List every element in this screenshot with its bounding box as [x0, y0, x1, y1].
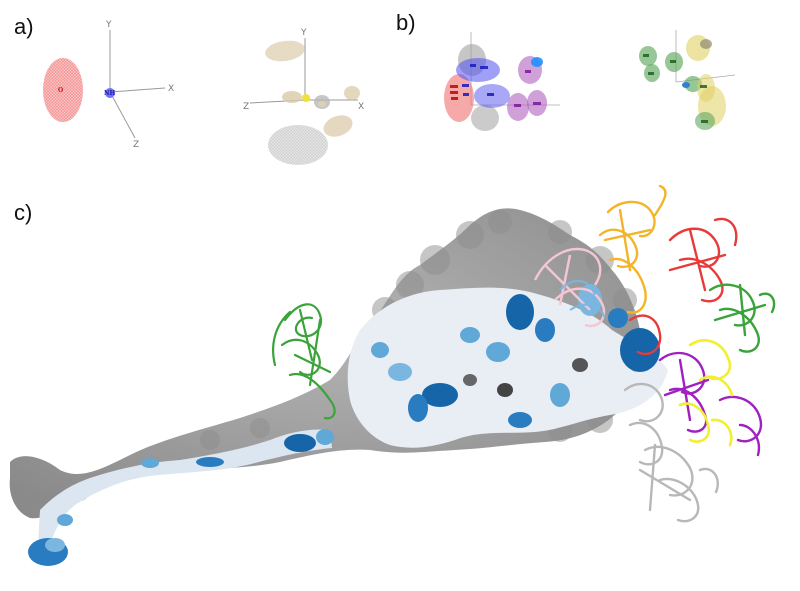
tan-ellipsoid-bottom [323, 115, 353, 137]
purple-antibody-ribbon [658, 351, 763, 457]
axis-x-label: X [168, 84, 174, 94]
b-red-ellipsoid [444, 74, 474, 122]
green-antibody-ribbon-right [708, 283, 776, 353]
b-blue-ellipsoid-top [456, 58, 500, 82]
orange-antibody-ribbon [598, 184, 667, 314]
axis-y-label: Y [105, 20, 112, 30]
blue-center-sphere [105, 88, 115, 98]
axis-z-label: Z [133, 140, 139, 150]
panel-label-a: a) [14, 14, 34, 39]
panel-c-protein-structure [9, 184, 776, 566]
red-antibody-ribbon [628, 217, 738, 356]
tan-ellipsoid-left [282, 91, 302, 103]
panel-b-right-diagram [639, 30, 736, 130]
panel-a-left-diagram: Y X Z O NH [43, 20, 174, 150]
grey-surface-body [9, 208, 642, 519]
grey-antibody-ribbon [623, 382, 719, 523]
axis-y-label-2: Y [300, 28, 307, 38]
panel-a-right-diagram: Y X Z [243, 28, 364, 165]
yellow-sphere [302, 94, 310, 102]
panel-b-left-diagram [444, 32, 560, 131]
green-antibody-ribbon-left [272, 303, 336, 420]
panel-label-c: c) [14, 200, 33, 225]
axis-x-label-2: X [358, 102, 364, 112]
red-ellipsoid-label: O [58, 87, 63, 94]
pale-pink-ribbon [533, 247, 606, 328]
axis-z-label-2: Z [243, 102, 249, 112]
yellow-antibody-ribbon [678, 339, 734, 447]
tan-ellipsoid-right [344, 86, 360, 100]
blue-epitope-patches [28, 284, 660, 566]
panel-label-b: b) [396, 10, 416, 35]
blue-center-label: NH [104, 90, 115, 97]
stalk-surface-region [38, 429, 332, 545]
